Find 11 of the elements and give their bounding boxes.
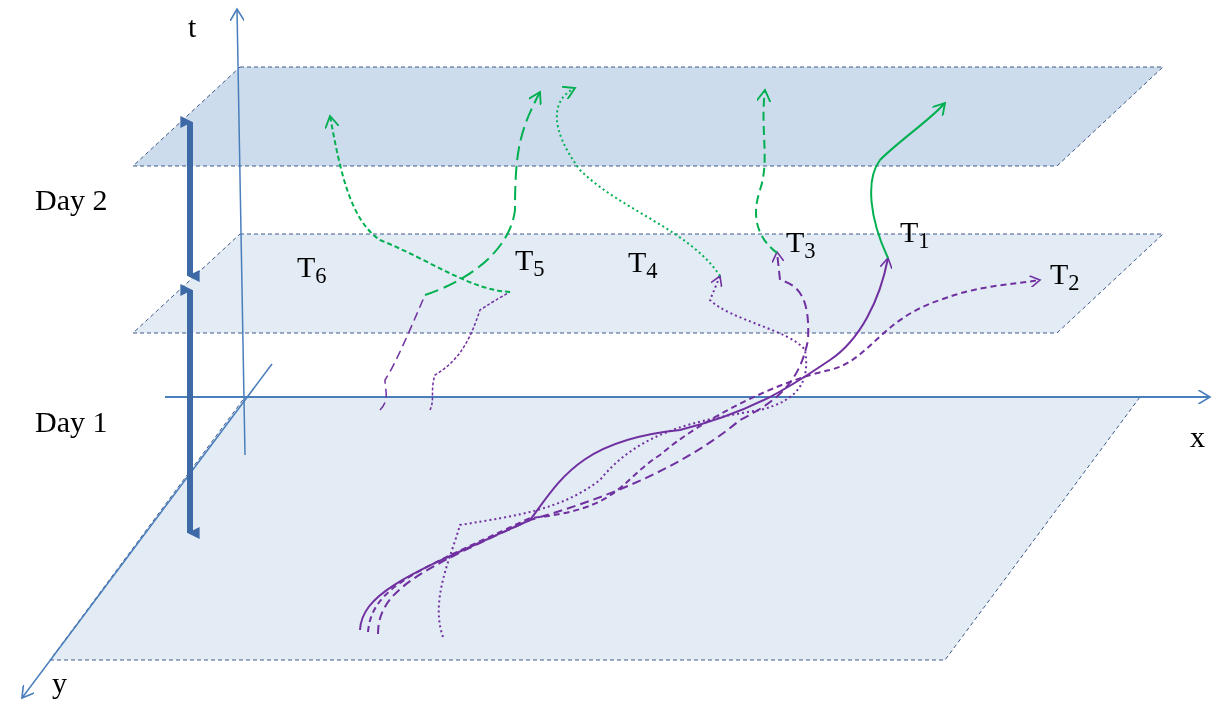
trajectory-label: T$_{6}$: [297, 252, 327, 282]
trajectory-label: T$_{2}$: [1050, 259, 1080, 289]
trajectory-label: T$_{4}$: [628, 247, 658, 277]
day-label: Day 2: [35, 185, 108, 215]
axis-label: t: [188, 12, 197, 42]
trajectory-label: T$_{3}$: [786, 227, 816, 257]
trajectory-label: T$_{5}$: [515, 245, 545, 275]
axis-label: y: [52, 668, 67, 698]
day-label: Day 1: [35, 407, 108, 437]
trajectory-label: T$_{1}$: [900, 217, 930, 247]
axis-label: x: [1190, 422, 1205, 452]
